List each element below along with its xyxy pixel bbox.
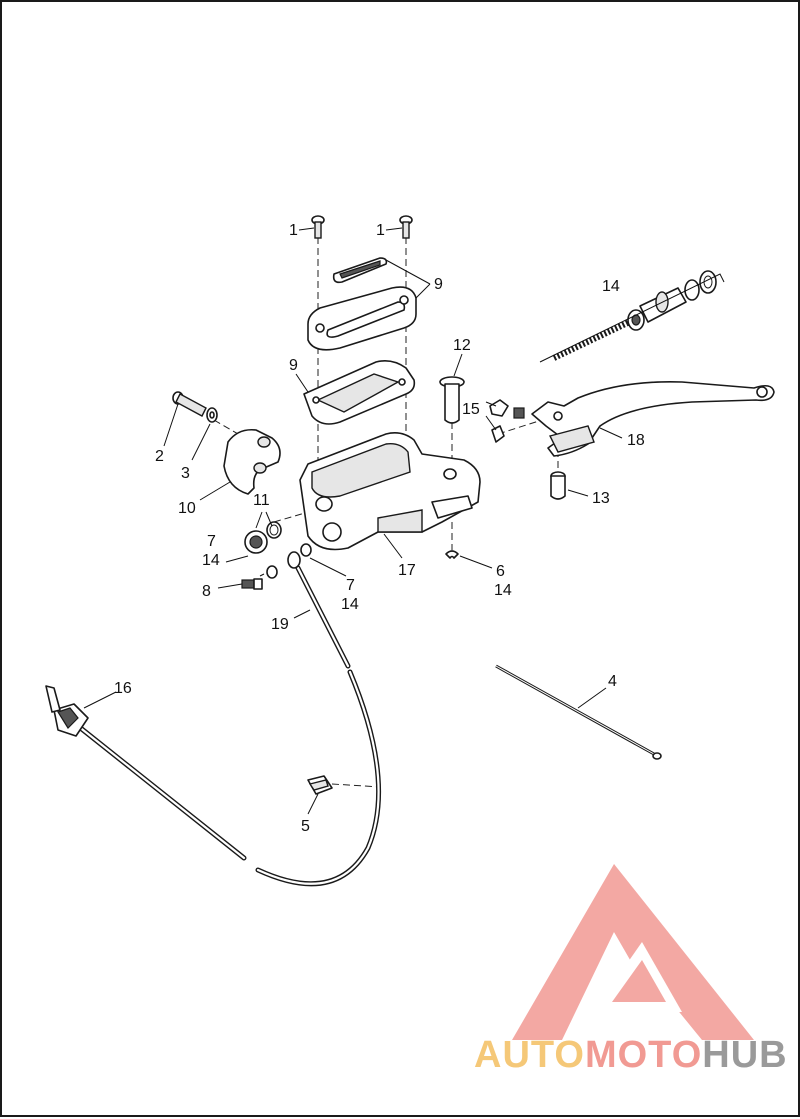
callout-17: 17 — [398, 562, 416, 579]
callout-2: 2 — [155, 448, 164, 465]
cable-tie-part-4 — [495, 664, 662, 760]
watermark-word-moto: MOTO — [584, 1034, 703, 1076]
callout-7-right: 7 — [346, 577, 355, 594]
cover-label-part-9 — [332, 257, 388, 284]
callout-9-cover: 9 — [434, 276, 443, 293]
switch-part-15 — [489, 399, 525, 443]
callout-12: 12 — [453, 337, 471, 354]
cable-end-part-16 — [45, 685, 247, 861]
callout-14-right: 14 — [341, 596, 359, 613]
callout-7-left: 7 — [207, 533, 216, 550]
callout-15: 15 — [462, 401, 480, 418]
master-cylinder-body-part-17 — [299, 432, 481, 551]
callout-1-left: 1 — [289, 222, 298, 239]
callout-11: 11 — [253, 492, 270, 509]
callout-9-diaphragm: 9 — [289, 357, 298, 374]
callout-16: 16 — [114, 680, 132, 697]
callout-4: 4 — [608, 673, 617, 690]
callout-8: 8 — [202, 583, 211, 600]
retaining-ring-part-6 — [445, 550, 459, 559]
watermark-wordmark: AUTOMOTOHUB — [474, 1034, 794, 1077]
diaphragm-part-9 — [303, 360, 416, 425]
callout-5: 5 — [301, 818, 310, 835]
sight-glass-part-11 — [244, 521, 282, 554]
watermark-word-auto: AUTO — [474, 1034, 585, 1076]
bolt-part-2 — [172, 391, 207, 417]
callout-18: 18 — [627, 432, 645, 449]
clutch-cable-part-19 — [255, 551, 382, 887]
reservoir-cover-part-9 — [307, 286, 417, 351]
bushing-part-13 — [550, 471, 566, 500]
callout-labels: 1 1 9 9 14 12 15 18 13 2 3 10 11 7 14 8 … — [114, 222, 645, 835]
callout-10: 10 — [178, 500, 196, 517]
washer-part-3 — [206, 407, 218, 423]
watermark-word-hub: HUB — [702, 1034, 788, 1076]
callout-13: 13 — [592, 490, 610, 507]
banjo-bolt-part-8 — [241, 578, 263, 590]
cable-clip-part-5 — [307, 775, 333, 795]
callout-1-right: 1 — [376, 222, 385, 239]
clamp-part-10 — [223, 428, 281, 495]
clutch-lever-part-18 — [531, 381, 775, 457]
callout-14-ring: 14 — [494, 582, 512, 599]
callout-14-left: 14 — [202, 552, 220, 569]
callout-leader-lines — [83, 227, 623, 815]
piston-assembly-part-14 — [539, 270, 725, 363]
callout-14-piston: 14 — [602, 278, 620, 295]
screw-part-1-right — [399, 215, 413, 239]
callout-19: 19 — [271, 616, 289, 633]
pivot-pin-part-12 — [439, 376, 465, 424]
washer-part-7-left — [266, 565, 278, 579]
callout-6: 6 — [496, 563, 505, 580]
watermark-logo-mark — [512, 864, 754, 1040]
washer-part-7-right — [300, 543, 312, 557]
callout-3: 3 — [181, 465, 190, 482]
screw-part-1-left — [311, 215, 325, 239]
